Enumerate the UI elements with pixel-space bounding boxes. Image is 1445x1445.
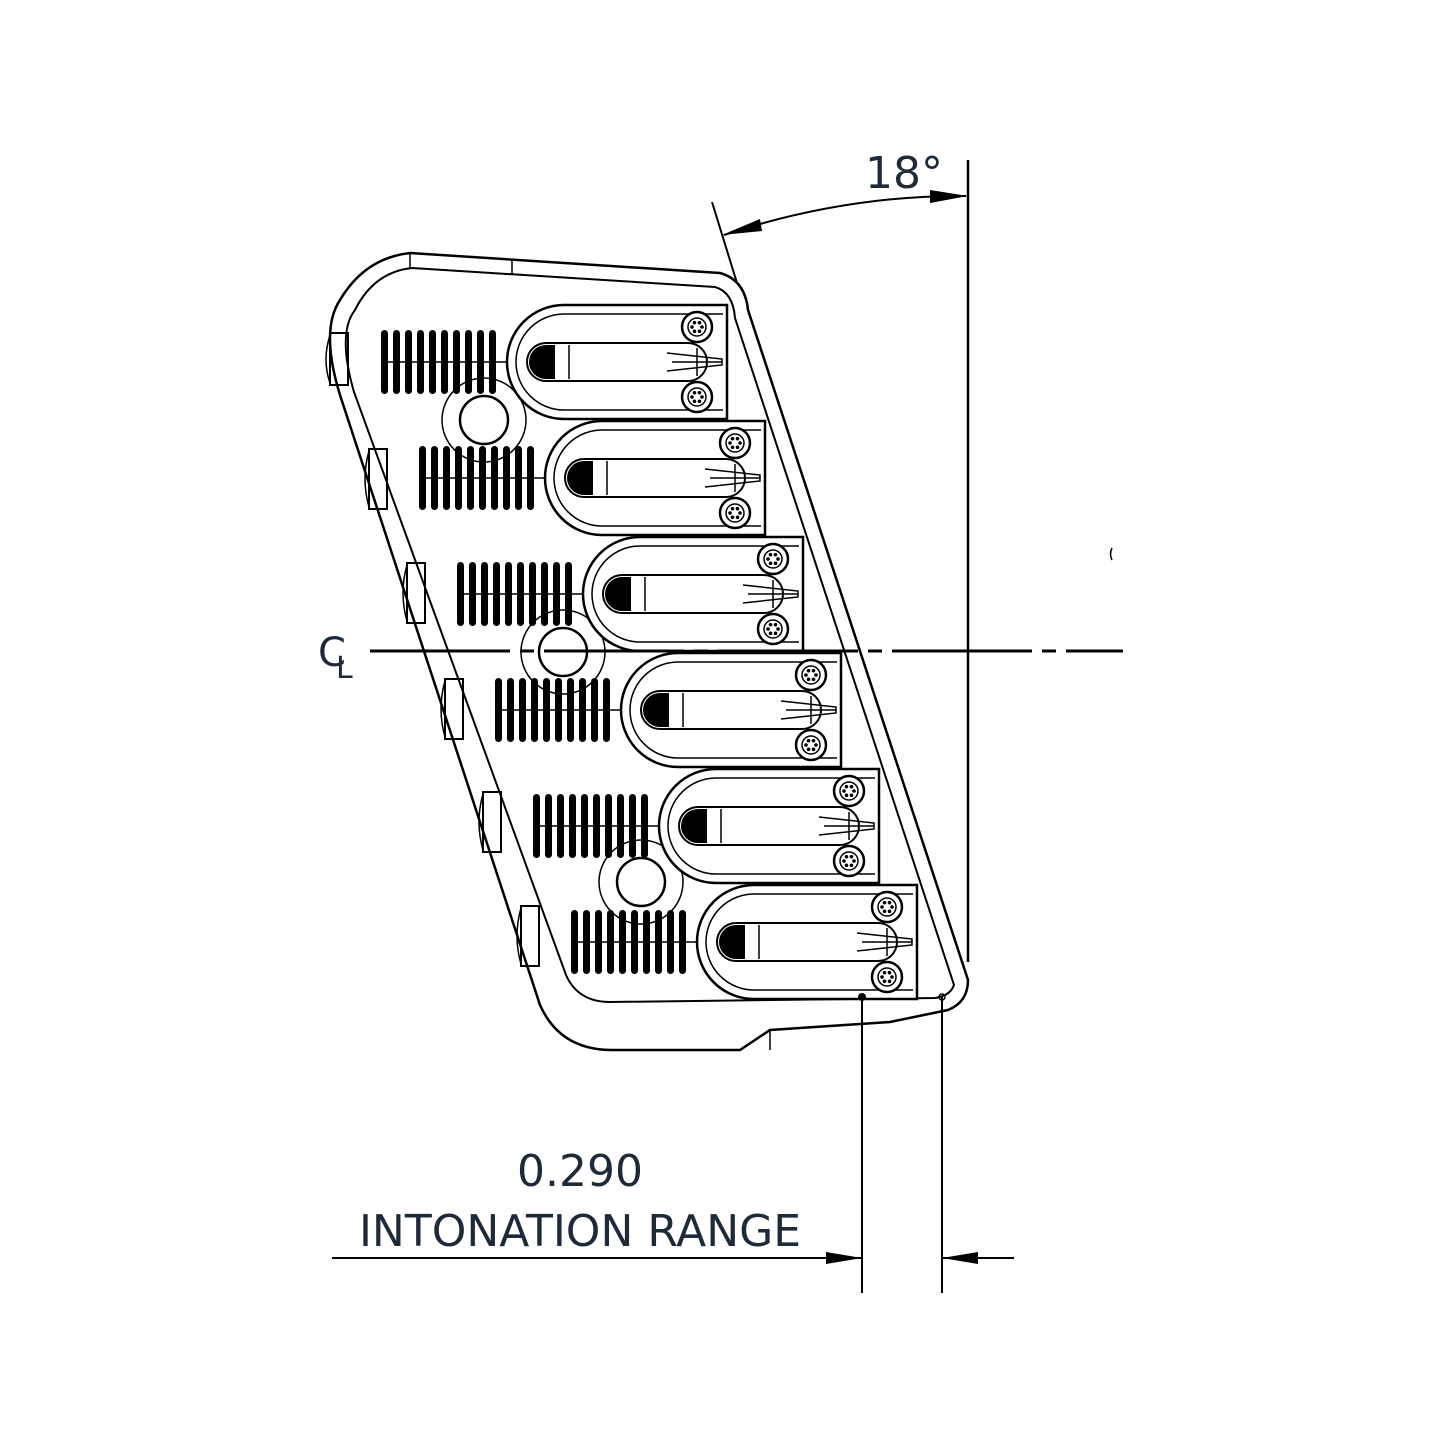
saddle-spring bbox=[571, 910, 697, 974]
intonation-arrow-right bbox=[942, 1252, 978, 1264]
saddle-screw bbox=[718, 426, 752, 460]
centerline-symbol-c: C bbox=[318, 630, 346, 676]
side-tab bbox=[478, 791, 502, 853]
plate-inner-outline bbox=[344, 266, 956, 1004]
saddle bbox=[495, 651, 843, 769]
intonation-label: INTONATION RANGE bbox=[359, 1206, 801, 1257]
saddle-spring bbox=[419, 446, 545, 510]
side-tab bbox=[325, 332, 349, 386]
intonation-value: 0.290 bbox=[517, 1146, 643, 1197]
side-tab bbox=[364, 448, 388, 510]
saddle-crown bbox=[666, 348, 723, 376]
saddle-screw bbox=[794, 658, 828, 692]
angle-arrow-right bbox=[930, 190, 968, 203]
saddle-screw bbox=[870, 890, 904, 924]
string-ball-end bbox=[529, 345, 555, 379]
saddle-screw bbox=[832, 844, 866, 878]
saddle-screw bbox=[832, 774, 866, 808]
saddle-crown bbox=[856, 928, 913, 956]
plate-outer-outline bbox=[328, 251, 970, 1052]
string-ball-end bbox=[567, 461, 593, 495]
saddle-crown bbox=[742, 580, 799, 608]
string-ball-end bbox=[681, 809, 707, 843]
centerline-symbol-l: L bbox=[336, 651, 353, 686]
side-tab bbox=[440, 678, 464, 740]
saddle-crown bbox=[780, 696, 837, 724]
base-plate bbox=[328, 251, 970, 1052]
angle-label: 18° bbox=[865, 148, 943, 199]
saddle-screw bbox=[718, 496, 752, 530]
saddle bbox=[457, 535, 805, 653]
saddle bbox=[571, 883, 919, 1001]
saddle-spring bbox=[457, 562, 583, 626]
side-tab bbox=[516, 905, 540, 967]
side-tab bbox=[402, 562, 426, 624]
angle-extension-line bbox=[711, 201, 738, 284]
saddle-screw bbox=[680, 310, 714, 344]
saddle bbox=[419, 419, 767, 537]
saddle-spring bbox=[381, 330, 507, 394]
centerline: C L bbox=[318, 630, 1123, 686]
saddle-spring bbox=[495, 678, 621, 742]
saddle-screw bbox=[870, 960, 904, 994]
saddle-spring bbox=[533, 794, 659, 858]
string-ball-end bbox=[605, 577, 631, 611]
saddle bbox=[533, 767, 881, 885]
saddle-screw bbox=[756, 612, 790, 646]
saddle-screw bbox=[680, 380, 714, 414]
intonation-arrow-left bbox=[826, 1252, 862, 1264]
saddle-group bbox=[381, 303, 919, 1001]
saddle-screw bbox=[756, 542, 790, 576]
saddle-screw bbox=[794, 728, 828, 762]
saddle-crown bbox=[818, 812, 875, 840]
angle-arrow-left bbox=[722, 219, 762, 235]
string-ball-end bbox=[719, 925, 745, 959]
string-ball-end bbox=[643, 693, 669, 727]
side-tabs bbox=[325, 332, 540, 967]
angle-dimension: 18° bbox=[711, 148, 970, 962]
intonation-dimension: 0.290 INTONATION RANGE bbox=[332, 993, 1014, 1293]
saddle bbox=[381, 303, 729, 421]
saddle-crown bbox=[704, 464, 761, 492]
